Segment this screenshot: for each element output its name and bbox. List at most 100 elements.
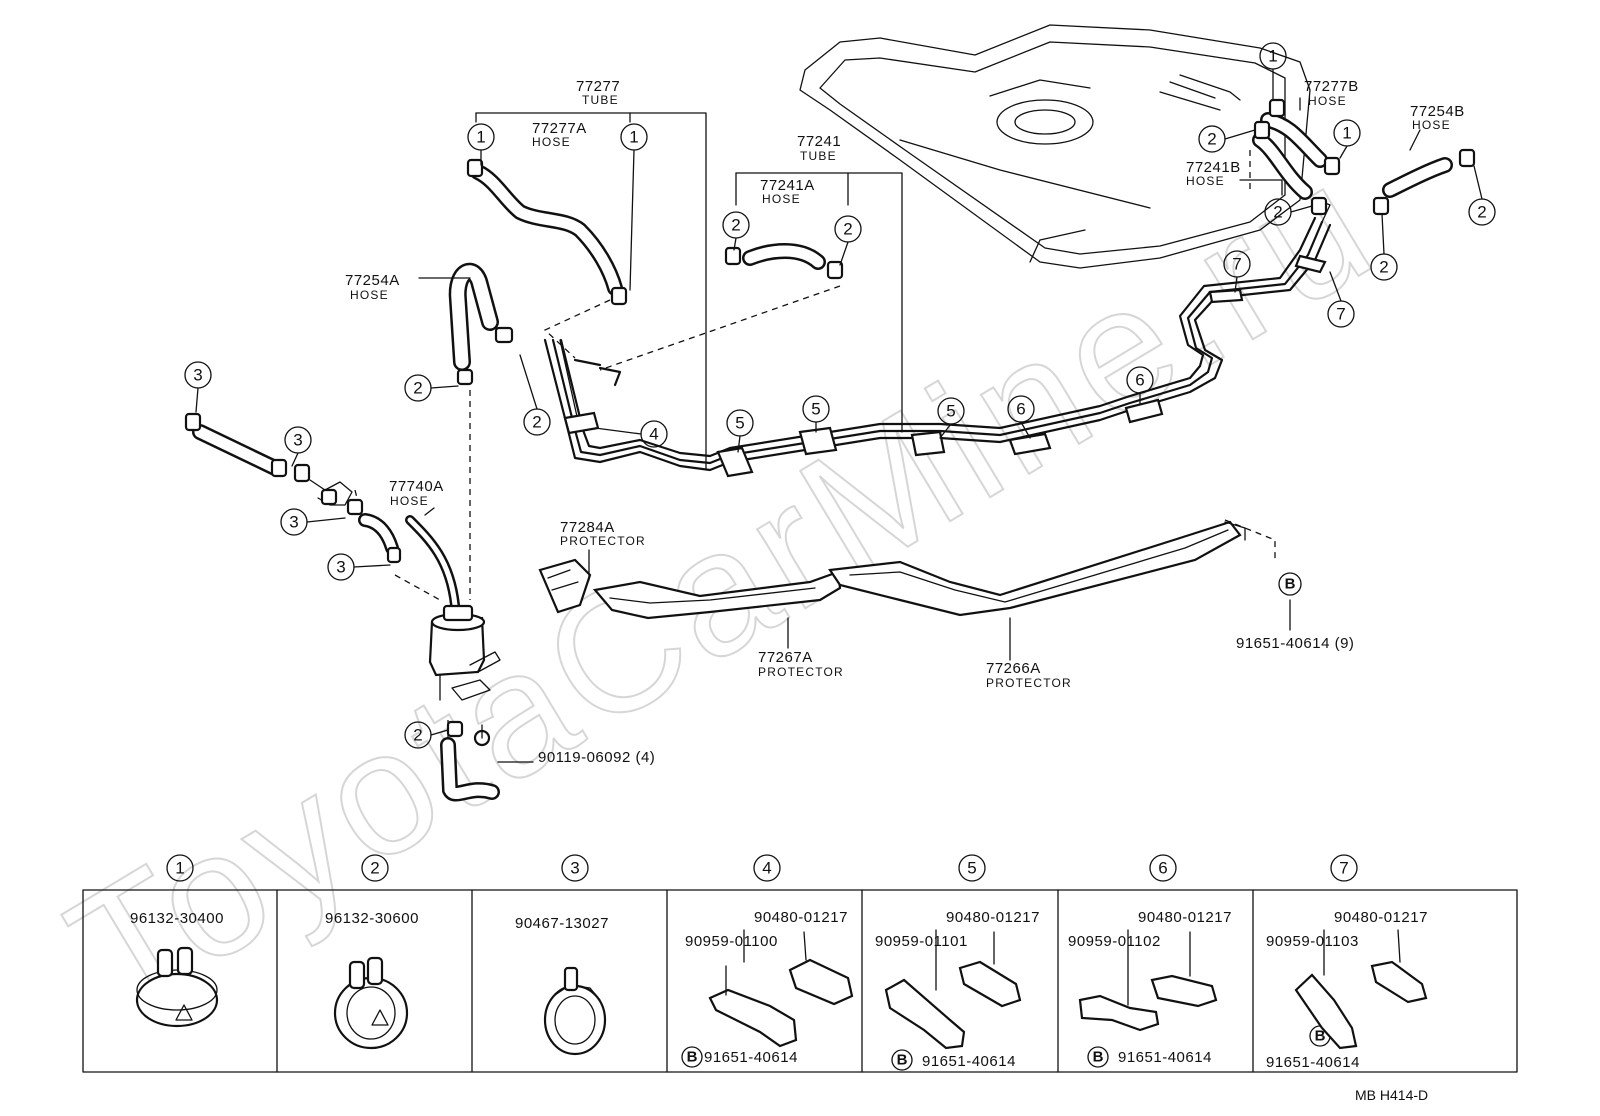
svg-text:4: 4 xyxy=(649,425,658,444)
legend-part-number: 90959-01100 xyxy=(685,933,778,950)
legend-header-2: 2 xyxy=(361,854,389,882)
label-77740A: 77740A xyxy=(389,478,444,495)
svg-text:4: 4 xyxy=(762,859,771,878)
svg-text:1: 1 xyxy=(1268,47,1277,66)
label-77267A: 77267A xyxy=(758,649,813,666)
left-hose-assembly xyxy=(184,412,501,802)
svg-text:1: 1 xyxy=(1342,124,1351,143)
b-marker: B xyxy=(687,1049,698,1066)
b-marker: B xyxy=(897,1052,908,1069)
legend-part-number: 90480-01217 xyxy=(1138,909,1232,926)
callout-3: 3 xyxy=(284,426,312,454)
part-labels: 77277 TUBE 77277A HOSE 77241 TUBE 77241A… xyxy=(345,78,1465,766)
callout-3: 3 xyxy=(184,361,212,389)
legend-header-5: 5 xyxy=(958,854,986,882)
label-77277B: 77277B xyxy=(1304,78,1359,95)
legend-header-3: 3 xyxy=(561,854,589,882)
legend-header-7: 7 xyxy=(1330,854,1358,882)
svg-text:7: 7 xyxy=(1339,859,1348,878)
callout-4: 4 xyxy=(640,420,668,448)
label-77241B-type: HOSE xyxy=(1186,174,1225,188)
callout-2: 2 xyxy=(404,374,432,402)
label-77277A: 77277A xyxy=(532,120,587,137)
label-bolt-90119: 90119-06092 (4) xyxy=(538,749,655,766)
callout-5: 5 xyxy=(726,409,754,437)
label-77254B-type: HOSE xyxy=(1412,118,1451,132)
legend-cell-7: 90480-01217 90959-01103 91651-40614 B xyxy=(1266,909,1428,1071)
legend-part-number: 91651-40614 xyxy=(1266,1054,1360,1071)
label-77254B: 77254B xyxy=(1410,103,1465,120)
svg-text:2: 2 xyxy=(370,859,379,878)
hose-77241A xyxy=(724,243,844,280)
label-77254A: 77254A xyxy=(345,272,400,289)
hose-77254A xyxy=(448,262,514,386)
label-77254A-type: HOSE xyxy=(350,288,389,302)
callout-2: 2 xyxy=(523,408,551,436)
label-77277B-type: HOSE xyxy=(1308,94,1347,108)
b-marker: B xyxy=(1093,1049,1104,1066)
label-77277A-type: HOSE xyxy=(532,135,571,149)
label-77284A: 77284A xyxy=(560,519,615,536)
svg-text:2: 2 xyxy=(413,726,422,745)
label-77284A-type: PROTECTOR xyxy=(560,534,646,548)
svg-text:5: 5 xyxy=(811,400,820,419)
svg-text:6: 6 xyxy=(1135,371,1144,390)
label-77266A: 77266A xyxy=(986,660,1041,677)
svg-text:7: 7 xyxy=(1232,255,1241,274)
hose-77277A xyxy=(466,158,628,306)
label-77267A-type: PROTECTOR xyxy=(758,665,844,679)
svg-text:5: 5 xyxy=(735,414,744,433)
svg-text:1: 1 xyxy=(476,128,485,147)
svg-text:2: 2 xyxy=(731,216,740,235)
legend-part-number: 90959-01102 xyxy=(1068,933,1161,950)
svg-text:2: 2 xyxy=(1207,130,1216,149)
legend-part-number: 96132-30400 xyxy=(130,910,224,927)
legend-part-number: 90467-13027 xyxy=(515,915,609,932)
legend-part-number: 91651-40614 xyxy=(704,1049,798,1066)
legend-part-number: 96132-30600 xyxy=(325,910,419,927)
callout-2: 2 xyxy=(722,211,750,239)
svg-text:6: 6 xyxy=(1016,400,1025,419)
protectors xyxy=(538,520,1246,620)
right-hoses xyxy=(1252,98,1476,216)
label-77241-type: TUBE xyxy=(800,149,837,163)
svg-text:2: 2 xyxy=(532,413,541,432)
legend-part-number: 91651-40614 xyxy=(922,1053,1016,1070)
svg-text:3: 3 xyxy=(193,366,202,385)
b-marker: B xyxy=(1315,1028,1326,1045)
callout-leaders xyxy=(195,68,1483,736)
legend-header-6: 6 xyxy=(1149,854,1177,882)
label-77266A-type: PROTECTOR xyxy=(986,676,1072,690)
legend-header-1: 1 xyxy=(166,854,194,882)
svg-text:1: 1 xyxy=(629,128,638,147)
svg-text:2: 2 xyxy=(1273,203,1282,222)
svg-text:3: 3 xyxy=(570,859,579,878)
svg-text:2: 2 xyxy=(1379,258,1388,277)
legend-table xyxy=(82,889,1518,1073)
label-leaders xyxy=(418,97,1421,763)
label-77241A-type: HOSE xyxy=(762,192,801,206)
svg-text:3: 3 xyxy=(336,558,345,577)
legend-header-4: 4 xyxy=(753,854,781,882)
callout-1: 1 xyxy=(1333,119,1361,147)
legend-cell-6: 90480-01217 90959-01102 91651-40614 B xyxy=(1068,909,1232,1068)
legend-headers: 1 2 3 4 5 6 7 xyxy=(166,854,1358,882)
callout-1: 1 xyxy=(467,123,495,151)
legend-part-number: 90959-01103 xyxy=(1266,933,1359,950)
legend-cell-5: 90480-01217 90959-01101 91651-40614 B xyxy=(875,909,1040,1071)
callout-2: 2 xyxy=(1198,125,1226,153)
legend-part-number: 90480-01217 xyxy=(946,909,1040,926)
callout-3: 3 xyxy=(327,553,355,581)
label-77241: 77241 xyxy=(797,133,841,150)
callout-2: 2 xyxy=(1468,198,1496,226)
label-77277-type: TUBE xyxy=(582,93,619,107)
callout-1: 1 xyxy=(620,123,648,151)
legend-cell-1: 96132-30400 xyxy=(130,910,224,1028)
svg-text:7: 7 xyxy=(1336,305,1345,324)
label-77277: 77277 xyxy=(576,78,620,95)
legend-part-number: 90480-01217 xyxy=(1334,909,1428,926)
callout-3: 3 xyxy=(280,508,308,536)
b-marker: B xyxy=(1278,572,1302,596)
